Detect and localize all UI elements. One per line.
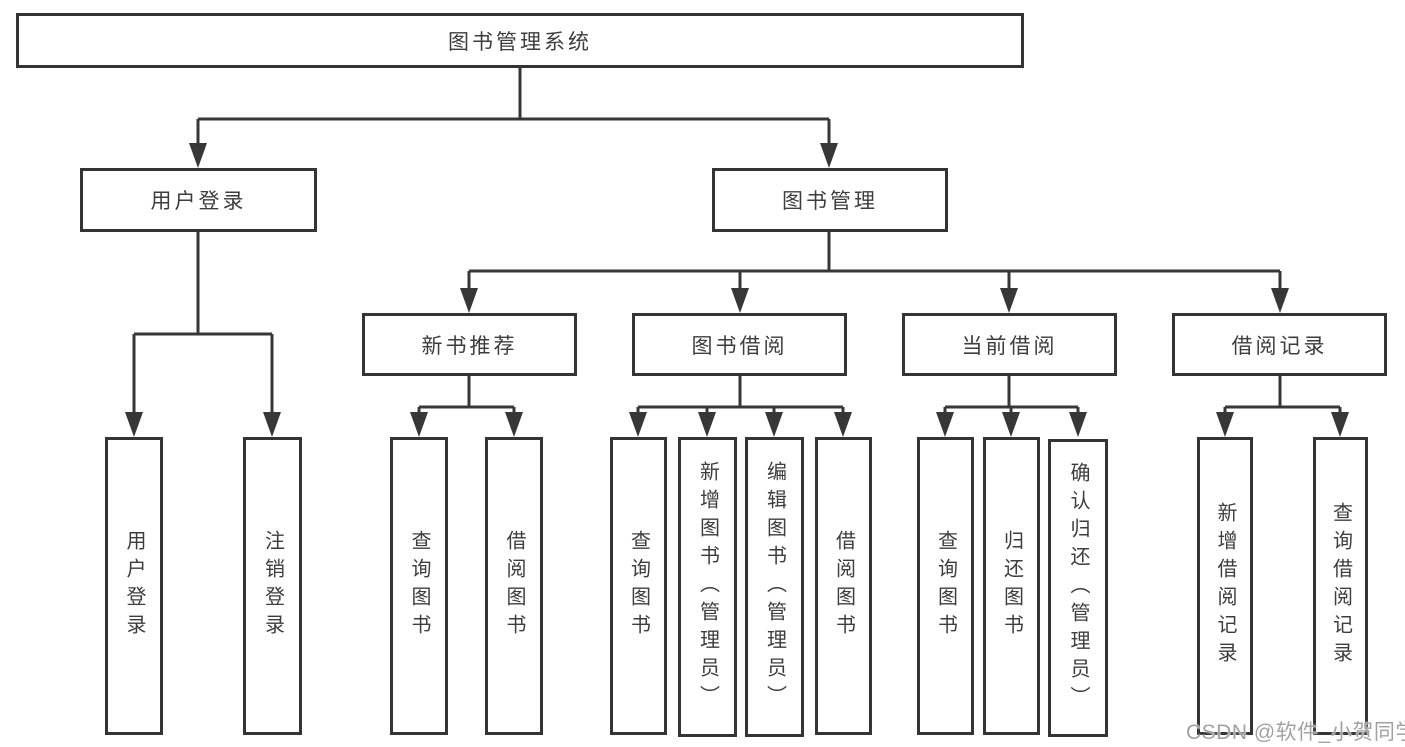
node-borrow-records-label: 借阅记录 <box>1231 334 1328 358</box>
edges-new-book-recommend <box>410 376 523 437</box>
node-leaf-borrow-book-label: 借阅图书 <box>832 530 855 642</box>
node-leaf-user-login-label: 用户登录 <box>123 530 145 642</box>
node-leaf-logout-label: 注销登录 <box>261 530 284 642</box>
node-current-borrow-label: 当前借阅 <box>961 334 1058 358</box>
edges-borrow-records <box>1216 376 1349 437</box>
node-leaf-query-book-recommend: 查询图书 <box>390 437 448 735</box>
node-book-borrow-label: 图书借阅 <box>691 334 788 358</box>
node-leaf-add-book-admin-label: 新增图书（管理员） <box>696 461 719 713</box>
node-leaf-logout: 注销登录 <box>243 437 302 735</box>
node-leaf-user-login: 用户登录 <box>105 437 163 735</box>
node-book-borrow: 图书借阅 <box>632 313 847 376</box>
edges-root <box>189 68 838 168</box>
node-leaf-query-book-borrow-label: 查询图书 <box>627 530 650 642</box>
node-leaf-borrow-book: 借阅图书 <box>815 437 872 735</box>
node-new-book-recommend: 新书推荐 <box>362 313 577 376</box>
edges-user-login <box>125 232 281 437</box>
node-leaf-edit-book-admin: 编辑图书（管理员） <box>745 437 804 737</box>
node-new-book-recommend-label: 新书推荐 <box>421 334 518 358</box>
edges-book-management <box>460 232 1289 313</box>
node-leaf-borrow-book-recommend: 借阅图书 <box>485 437 543 735</box>
node-leaf-query-book-recommend-label: 查询图书 <box>408 530 430 642</box>
node-root-label: 图书管理系统 <box>448 30 592 54</box>
node-root: 图书管理系统 <box>16 13 1024 68</box>
node-leaf-add-book-admin: 新增图书（管理员） <box>678 437 737 737</box>
node-leaf-query-book-borrow: 查询图书 <box>610 437 667 735</box>
node-book-management: 图书管理 <box>712 168 948 232</box>
node-leaf-query-book-current-label: 查询图书 <box>934 530 957 642</box>
node-leaf-return-book: 归还图书 <box>983 437 1040 735</box>
node-current-borrow: 当前借阅 <box>902 313 1117 376</box>
node-leaf-return-book-label: 归还图书 <box>1000 530 1023 642</box>
node-leaf-confirm-return-admin-label: 确认归还（管理员） <box>1067 462 1089 714</box>
edges-book-borrow <box>629 376 852 437</box>
node-leaf-query-borrow-record-label: 查询借阅记录 <box>1329 502 1352 670</box>
node-book-management-label: 图书管理 <box>782 190 878 213</box>
node-leaf-query-book-current: 查询图书 <box>917 437 974 735</box>
node-leaf-edit-book-admin-label: 编辑图书（管理员） <box>763 461 786 713</box>
node-borrow-records: 借阅记录 <box>1172 313 1387 376</box>
node-leaf-add-borrow-record: 新增借阅记录 <box>1197 437 1253 735</box>
edges-current-borrow <box>936 376 1087 437</box>
node-leaf-query-borrow-record: 查询借阅记录 <box>1313 437 1368 735</box>
node-leaf-borrow-book-recommend-label: 借阅图书 <box>503 530 525 642</box>
node-user-login: 用户登录 <box>80 168 317 232</box>
node-user-login-label: 用户登录 <box>150 190 247 213</box>
node-leaf-add-borrow-record-label: 新增借阅记录 <box>1214 502 1236 670</box>
node-leaf-confirm-return-admin: 确认归还（管理员） <box>1048 439 1108 737</box>
csdn-watermark: CSDN @软件_小贺同学 <box>1186 721 1405 744</box>
